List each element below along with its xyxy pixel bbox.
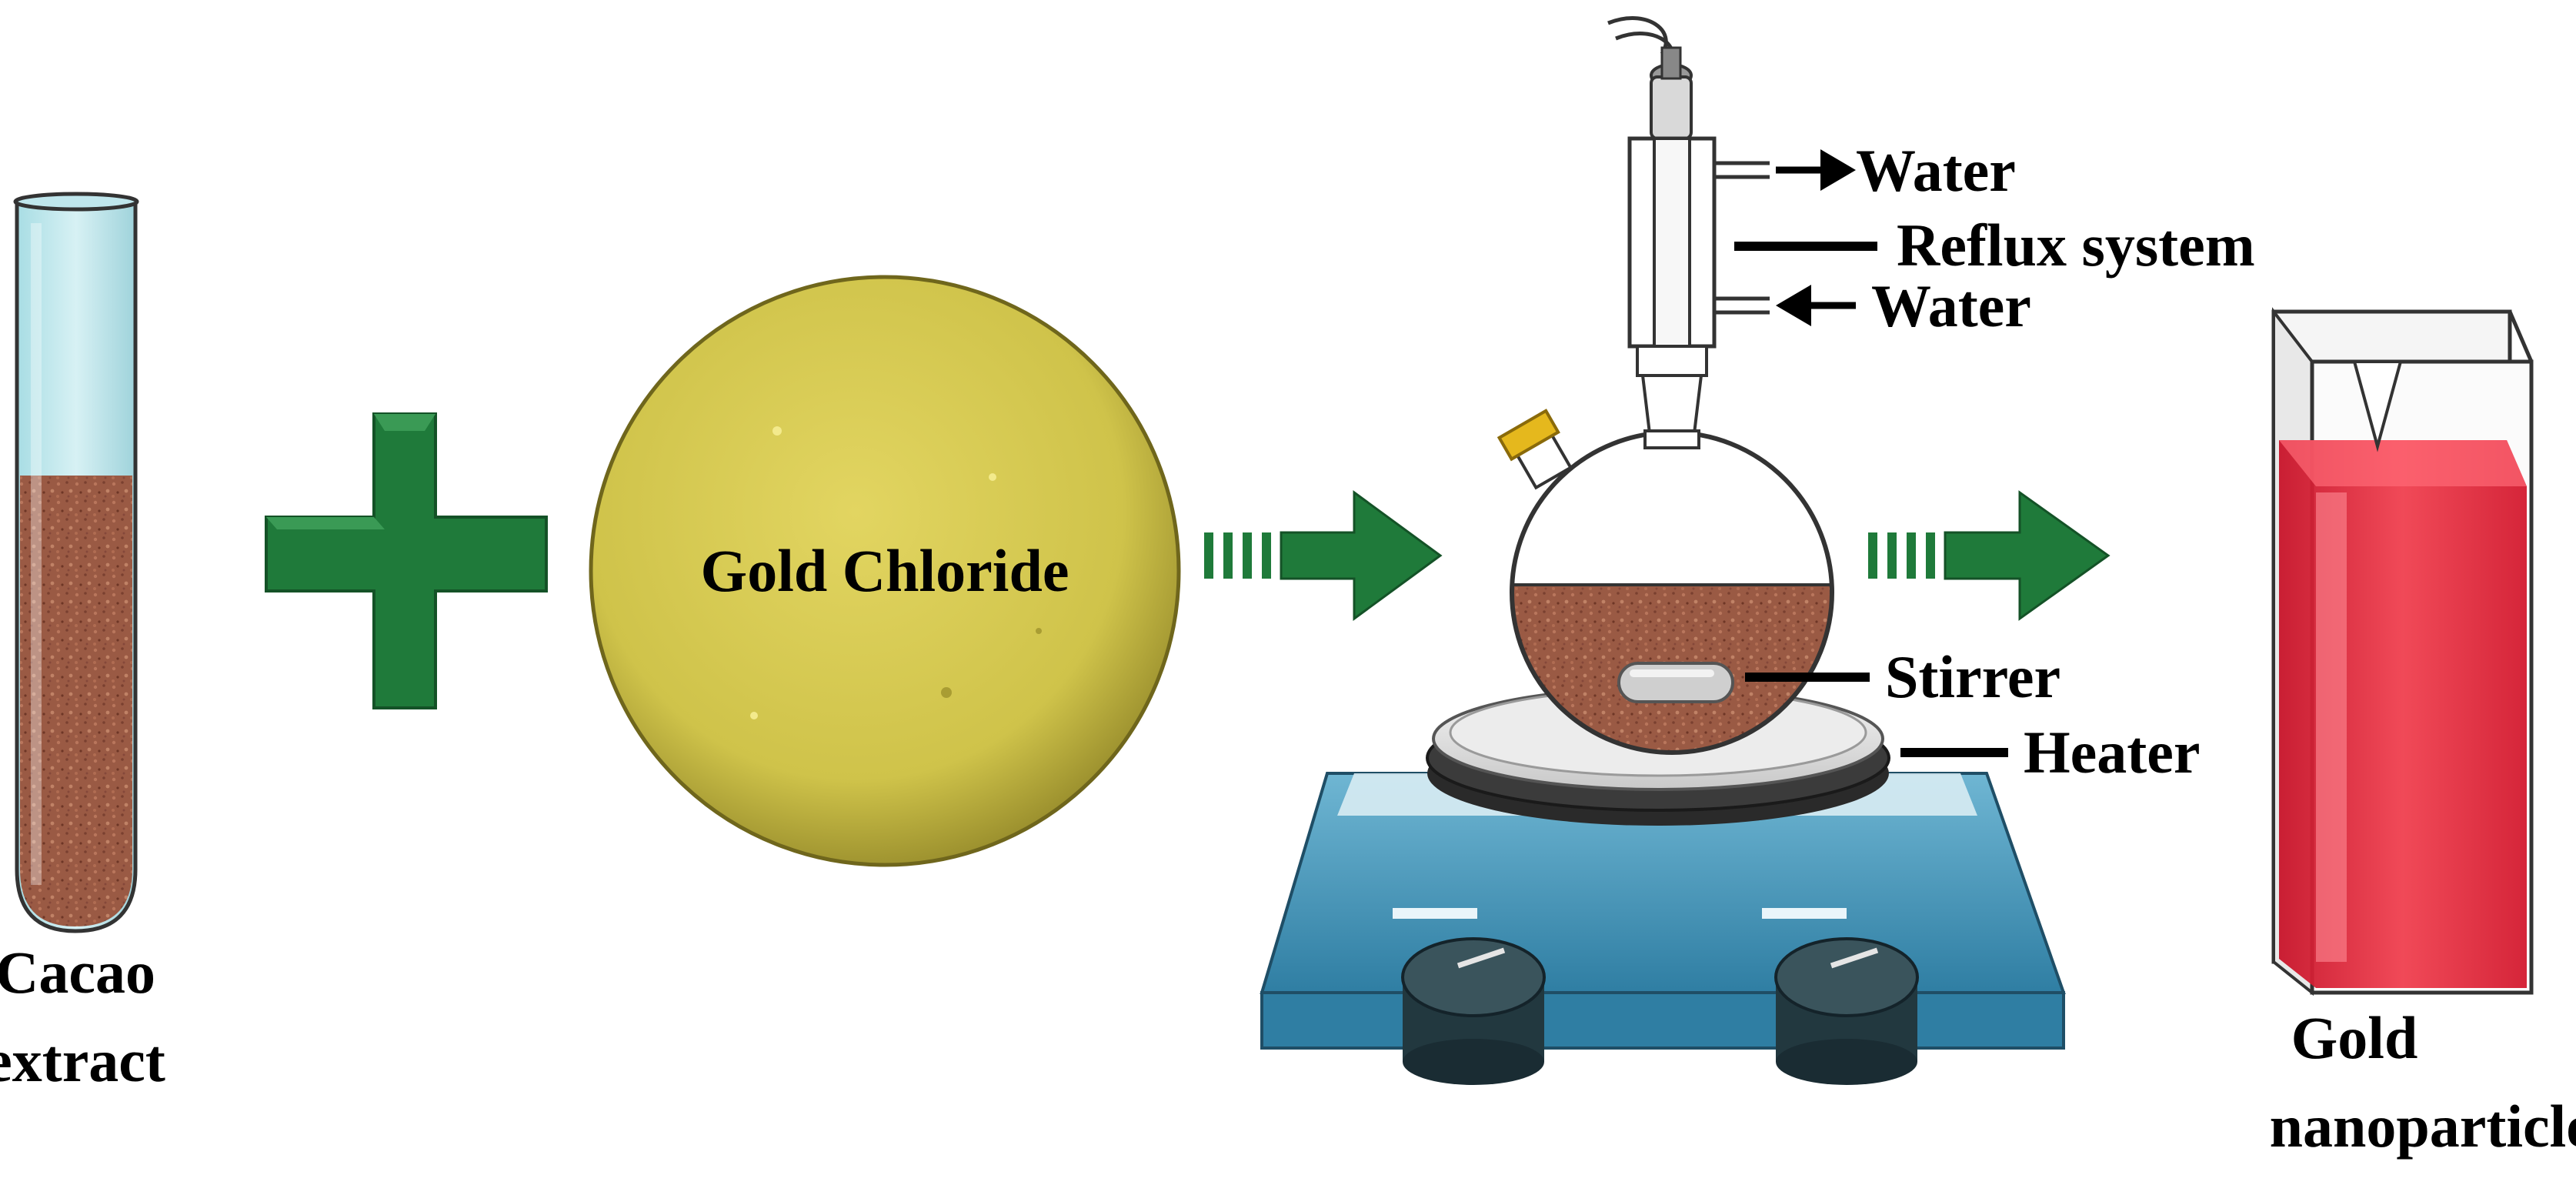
gold-chloride-disc (589, 275, 1181, 867)
product-label-line2: nanoparticles (2270, 1093, 2576, 1160)
knob-right-icon (1774, 937, 1919, 1085)
arrow-left-icon (1776, 285, 1856, 326)
heater-label: Heater (2024, 719, 2201, 786)
water-out-label: Water (1856, 137, 2016, 204)
cuvette (2271, 307, 2534, 996)
reflux-condenser (1607, 16, 1770, 448)
side-neck-cap (1497, 409, 1573, 490)
cacao-extract (20, 476, 132, 926)
water-in-label: Water (1871, 272, 2031, 339)
knob-left-icon (1401, 937, 1546, 1085)
arrow-right-icon (1776, 149, 1856, 191)
reflux-system-label: Reflux system (1897, 212, 2255, 279)
cacao-label-line1: Cacao (0, 939, 155, 1006)
hot-plate (1260, 686, 2066, 1085)
cacao-label-line2: extract (0, 1027, 165, 1094)
test-tube (13, 192, 139, 933)
stirrer-label: Stirrer (1885, 643, 2060, 710)
product-label-line1: Gold (2291, 1004, 2418, 1071)
right-arrow-icon (1204, 490, 1443, 621)
plus-icon (265, 412, 548, 709)
gold-chloride-label: Gold Chloride (701, 537, 1069, 604)
right-arrow-icon (1868, 490, 2111, 621)
stir-bar (1617, 662, 1734, 703)
